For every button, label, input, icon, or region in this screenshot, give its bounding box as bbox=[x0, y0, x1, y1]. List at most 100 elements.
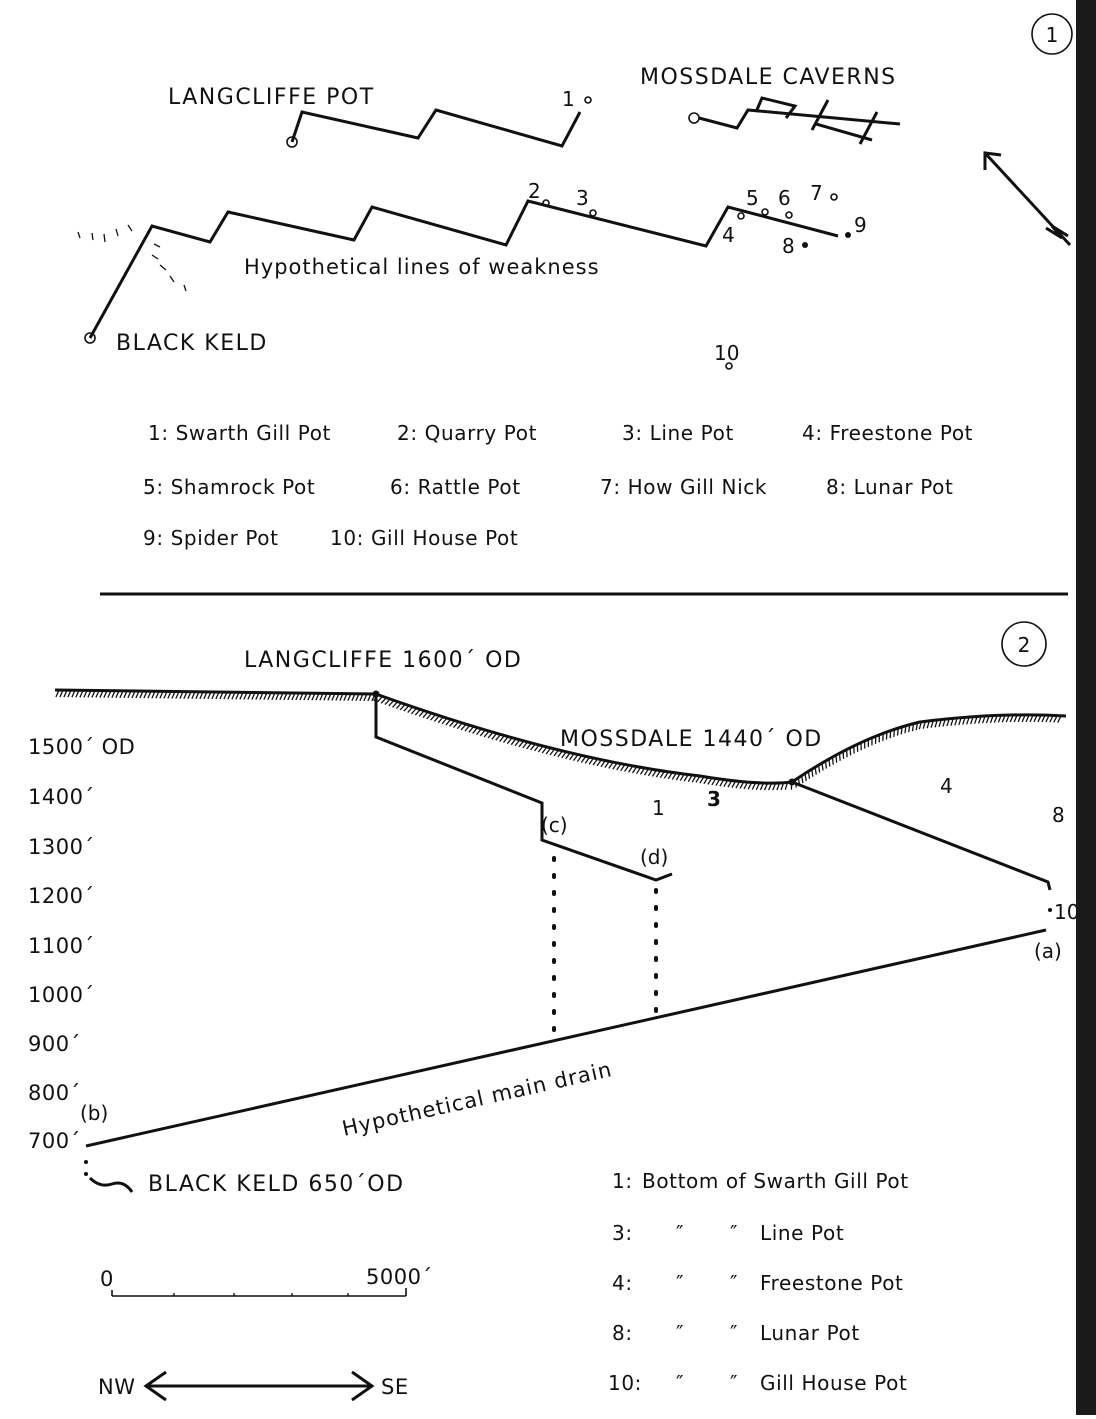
langcliffe-pot-label: LANGCLIFFE POT bbox=[168, 85, 375, 110]
point-c-label: (c) bbox=[541, 813, 568, 837]
ground-hatch-mark bbox=[832, 757, 833, 765]
key2-ditto-8a: ″ bbox=[676, 1321, 684, 1345]
langcliffe-pot-passage bbox=[292, 110, 580, 146]
altitude-axis: 1500´ OD 1400´ 1300´ 1200´ 1100´ 1000´ 9… bbox=[28, 735, 135, 1153]
ground-hatch-mark bbox=[473, 728, 478, 734]
pot-9-label: 9 bbox=[854, 213, 867, 237]
spring-hatching bbox=[78, 225, 186, 291]
key2-num-3: 3: bbox=[612, 1221, 633, 1245]
key-item-4: 4: Freestone Pot bbox=[802, 421, 973, 445]
pot-7-marker bbox=[831, 194, 837, 200]
ground-hatch-mark bbox=[469, 726, 474, 732]
figure-2-key: 1: Bottom of Swarth Gill Pot 3: ″ ″ Line… bbox=[608, 1169, 909, 1395]
key2-num-1: 1: bbox=[612, 1169, 633, 1193]
ground-hatching bbox=[56, 690, 1061, 790]
ground-hatch-mark bbox=[389, 700, 394, 706]
langcliffe-section bbox=[376, 694, 672, 880]
key2-ditto-8b: ″ bbox=[730, 1321, 738, 1345]
ground-hatch-mark bbox=[507, 738, 512, 744]
figure-1-number-badge: 1 bbox=[1032, 14, 1072, 54]
mossdale-lower-passage bbox=[816, 124, 872, 140]
key2-ditto-4b: ″ bbox=[730, 1271, 738, 1295]
black-keld-dot bbox=[84, 1160, 88, 1164]
figure-1-number: 1 bbox=[1046, 23, 1059, 47]
ground-hatch-mark bbox=[805, 773, 806, 781]
mossdale-height-label: MOSSDALE 1440´ OD bbox=[560, 727, 823, 752]
altitude-1000: 1000´ bbox=[28, 983, 94, 1007]
pot-8-marker bbox=[802, 242, 808, 248]
key2-ditto-3a: ″ bbox=[676, 1221, 684, 1245]
key2-text-10: Gill House Pot bbox=[760, 1371, 907, 1395]
ground-hatch-mark bbox=[836, 755, 837, 763]
altitude-700: 700´ bbox=[28, 1129, 81, 1153]
ground-hatch-mark bbox=[843, 751, 844, 759]
ground-hatch-mark bbox=[450, 721, 455, 727]
mossdale-section bbox=[792, 782, 1050, 890]
ground-hatch-mark bbox=[438, 717, 443, 723]
pot-5-label: 5 bbox=[746, 186, 759, 210]
weakness-label: Hypothetical lines of weakness bbox=[244, 255, 600, 279]
ground-hatch-mark bbox=[826, 761, 827, 769]
direction-nw: NW bbox=[98, 1375, 135, 1399]
ground-hatch-mark bbox=[453, 722, 458, 728]
key2-ditto-4a: ″ bbox=[676, 1271, 684, 1295]
altitude-1400: 1400´ bbox=[28, 785, 94, 809]
ground-hatch-mark bbox=[890, 731, 891, 739]
ground-hatch-mark bbox=[894, 729, 895, 737]
page-edge-shadow bbox=[1076, 0, 1096, 1415]
key2-text-3: Line Pot bbox=[760, 1221, 844, 1245]
ground-hatch-mark bbox=[423, 712, 428, 718]
pot-7-label: 7 bbox=[810, 181, 823, 205]
ground-hatch-mark bbox=[840, 753, 841, 761]
double-arrow-icon bbox=[146, 1372, 372, 1400]
key2-num-4: 4: bbox=[612, 1271, 633, 1295]
scale-end: 5000´ bbox=[366, 1265, 432, 1289]
figure-1-key: 1: Swarth Gill Pot 2: Quarry Pot 3: Line… bbox=[143, 421, 973, 550]
pot-3-marker bbox=[590, 210, 596, 216]
direction-se: SE bbox=[381, 1375, 409, 1399]
point-b-label: (b) bbox=[80, 1101, 108, 1125]
key-item-7: 7: How Gill Nick bbox=[600, 475, 767, 499]
mossdale-caverns-label: MOSSDALE CAVERNS bbox=[640, 65, 897, 90]
mossdale-entrance bbox=[689, 113, 699, 123]
ground-hatch-mark bbox=[484, 731, 489, 737]
key-item-5: 5: Shamrock Pot bbox=[143, 475, 315, 499]
ground-hatch-mark bbox=[415, 709, 420, 715]
black-keld-height-label: BLACK KELD 650´OD bbox=[148, 1172, 405, 1197]
black-keld-label: BLACK KELD bbox=[116, 331, 268, 356]
figure-2-section: 2 LANGCLIFFE 1600´ OD MOSSDALE 1440´ OD … bbox=[28, 622, 1079, 1400]
altitude-1100: 1100´ bbox=[28, 934, 94, 958]
section-point-4: 4 bbox=[940, 774, 953, 798]
altitude-1200: 1200´ bbox=[28, 884, 94, 908]
key-item-6: 6: Rattle Pot bbox=[390, 475, 521, 499]
key-item-2: 2: Quarry Pot bbox=[397, 421, 537, 445]
ground-hatch-mark bbox=[492, 733, 497, 739]
ground-hatch-mark bbox=[802, 776, 803, 784]
north-arrow-icon bbox=[985, 153, 1070, 245]
pot-4-label: 4 bbox=[722, 223, 735, 247]
mossdale-loop-1 bbox=[756, 98, 795, 118]
altitude-900: 900´ bbox=[28, 1032, 81, 1056]
figure-1-plan: 1 LANGCLIFFE POT 1 MOSSDALE CAVERNS bbox=[78, 14, 1072, 550]
ground-hatch-mark bbox=[427, 713, 432, 719]
section-point-3: 3 bbox=[707, 787, 721, 811]
ground-hatch-mark bbox=[901, 727, 902, 735]
ground-hatch-mark bbox=[393, 702, 398, 708]
altitude-1500: 1500´ OD bbox=[28, 735, 135, 759]
ground-hatch-mark bbox=[476, 729, 481, 735]
ground-hatch-mark bbox=[396, 703, 401, 709]
resurgence-stream-icon bbox=[90, 1178, 132, 1192]
ground-hatch-mark bbox=[488, 732, 493, 738]
key-item-8: 8: Lunar Pot bbox=[826, 475, 953, 499]
altitude-800: 800´ bbox=[28, 1081, 81, 1105]
figure-2-number-badge: 2 bbox=[1002, 622, 1046, 666]
ground-hatch-mark bbox=[898, 728, 899, 736]
nw-se-direction: NW SE bbox=[98, 1372, 409, 1400]
pot-1-marker bbox=[585, 97, 591, 103]
ground-hatch-mark bbox=[404, 706, 409, 712]
ground-hatch-mark bbox=[381, 698, 386, 704]
ground-hatch-mark bbox=[400, 704, 405, 710]
ground-hatch-mark bbox=[829, 759, 830, 767]
ground-hatch-mark bbox=[377, 696, 382, 702]
